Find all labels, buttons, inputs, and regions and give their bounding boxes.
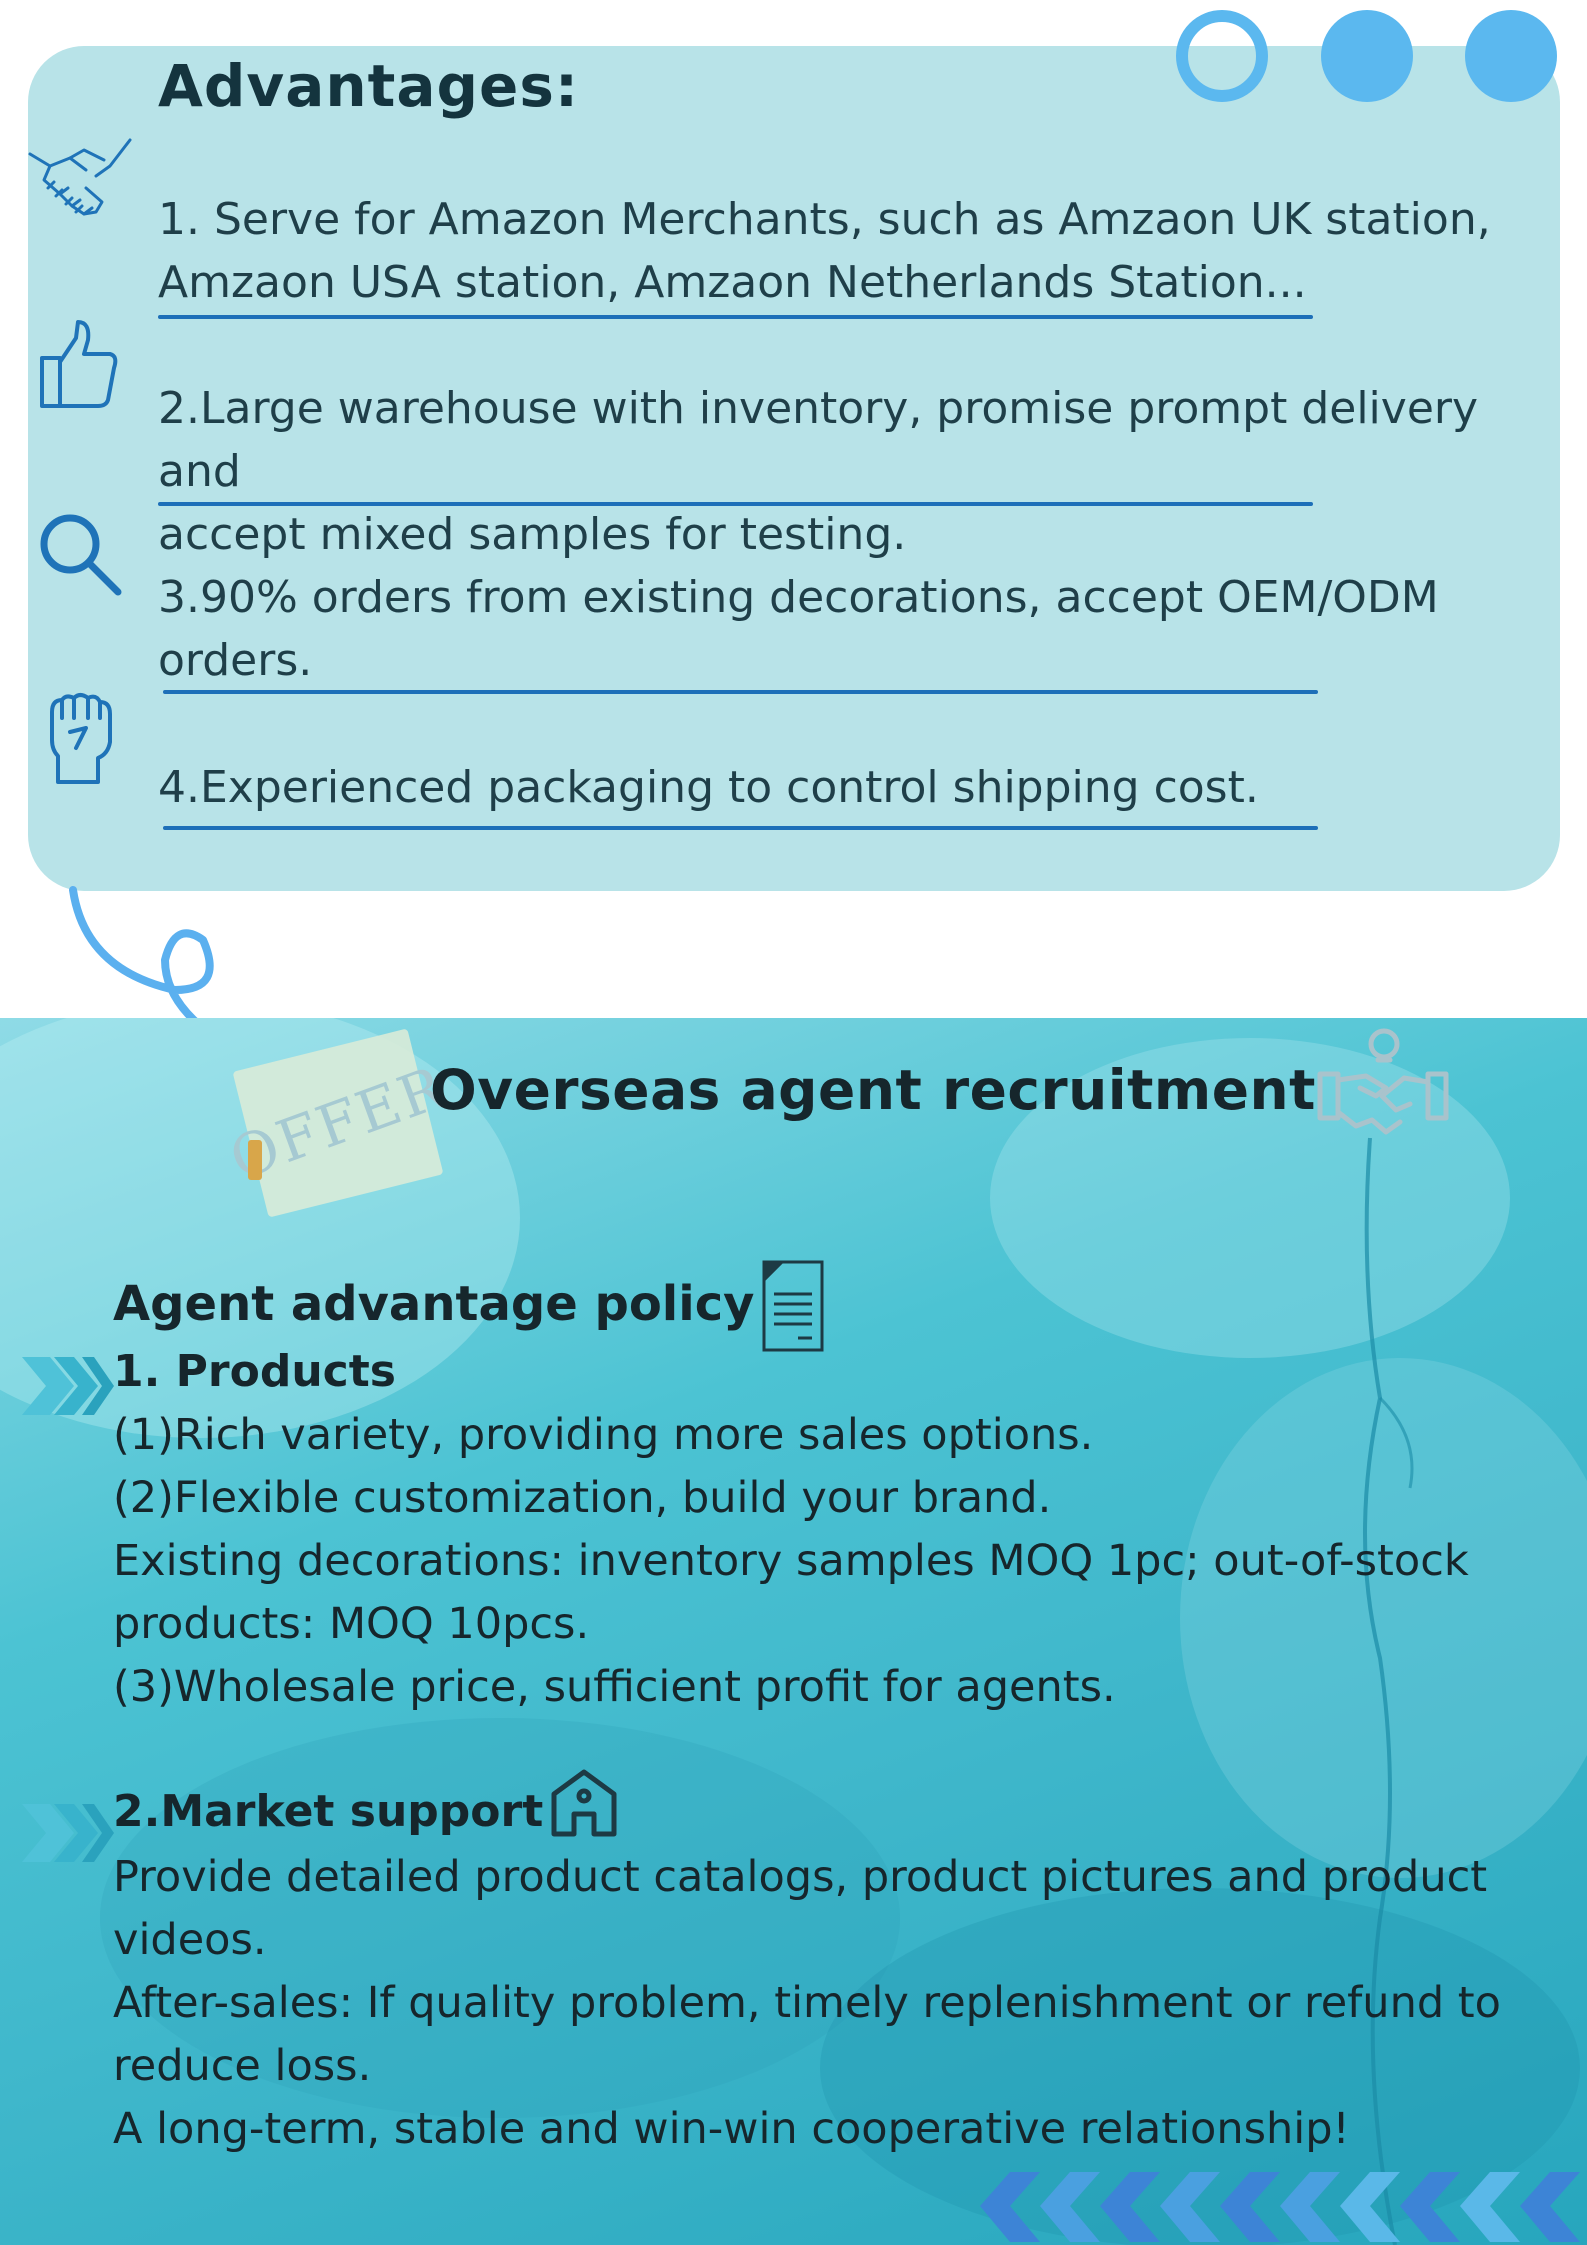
advantage-item-2: 2.Large warehouse with inventory, promis…: [158, 377, 1558, 566]
advantage-underline: [158, 502, 1313, 506]
thumbs-up-icon: [40, 320, 118, 408]
chevron-right-icon: [22, 1357, 114, 1415]
market-support-line: A long-term, stable and win-win cooperat…: [113, 2104, 1350, 2154]
products-line: (1)Rich variety, providing more sales op…: [113, 1410, 1094, 1460]
advantage-underline: [163, 826, 1318, 830]
house-icon: [551, 1769, 617, 1837]
advantage-underline: [163, 690, 1318, 694]
market-support-line: After-sales: If quality problem, timely …: [113, 1978, 1501, 2028]
products-line: (2)Flexible customization, build your br…: [113, 1473, 1052, 1523]
advantage-item-3-line-1: 3.90% orders from existing decorations, …: [158, 572, 1439, 623]
market-support-line: Provide detailed product catalogs, produ…: [113, 1852, 1488, 1902]
advantages-card: [28, 46, 1560, 891]
advantage-item-1-line-2: Amzaon USA station, Amzaon Netherlands S…: [158, 257, 1307, 308]
advantage-item-2-line-1: 2.Large warehouse with inventory, promis…: [158, 383, 1479, 497]
advantage-item-3-line-2: orders.: [158, 635, 313, 686]
advantage-item-4: 4.Experienced packaging to control shipp…: [158, 756, 1558, 819]
advantage-item-1-line-1: 1. Serve for Amazon Merchants, such as A…: [158, 194, 1491, 245]
advantages-title: Advantages:: [158, 52, 580, 120]
offer-tag-clip: [248, 1140, 262, 1180]
chevron-right-icon: [22, 1804, 114, 1862]
decorative-circles-icon: [1176, 10, 1557, 102]
handshake-icon: [28, 138, 132, 216]
document-icon: [762, 1260, 824, 1352]
products-line: (3)Wholesale price, sufficient profit fo…: [113, 1662, 1116, 1712]
products-line: Existing decorations: inventory samples …: [113, 1536, 1469, 1586]
handshake-bulb-icon: [1317, 1028, 1449, 1135]
decorative-chevrons-icon: [980, 2172, 1580, 2242]
magnifier-icon: [40, 514, 122, 596]
policy-title: Agent advantage policy: [113, 1276, 755, 1332]
advantage-item-3: 3.90% orders from existing decorations, …: [158, 566, 1558, 692]
advantage-item-4-line-1: 4.Experienced packaging to control shipp…: [158, 762, 1259, 813]
advantage-underline: [158, 315, 1313, 319]
market-support-line: reduce loss.: [113, 2041, 372, 2091]
section-products-heading: 1. Products: [113, 1346, 396, 1397]
section-market-support-heading: 2.Market support: [113, 1786, 544, 1837]
products-line: products: MOQ 10pcs.: [113, 1599, 590, 1649]
fist-icon: [50, 693, 112, 784]
agent-recruitment-title: Overseas agent recruitment: [430, 1058, 1316, 1122]
advantage-item-1: 1. Serve for Amazon Merchants, such as A…: [158, 188, 1558, 314]
market-support-line: videos.: [113, 1915, 267, 1965]
advantage-item-2-line-2: accept mixed samples for testing.: [158, 509, 907, 560]
